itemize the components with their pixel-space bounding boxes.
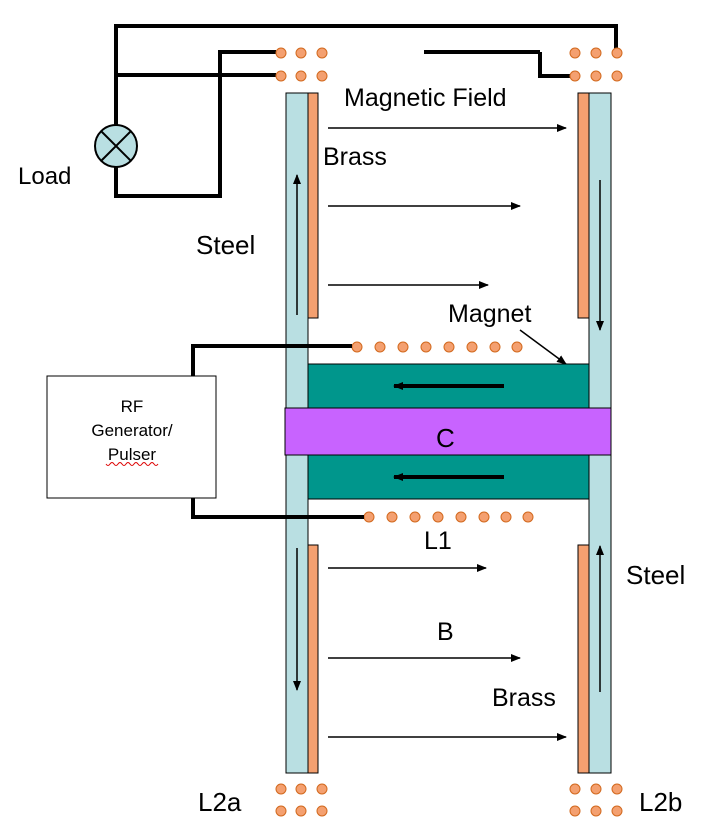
magnet-leader (519, 329, 567, 365)
magnetic-field-label: Magnetic Field (344, 84, 507, 112)
rf-spellcheck-underline (105, 462, 159, 466)
center-plate (284, 407, 612, 456)
rf-label-line1: RF (121, 397, 144, 416)
brass-top-left (307, 92, 319, 319)
load-label: Load (18, 163, 71, 190)
top-field-arrows (328, 124, 567, 289)
brass-bottom-label: Brass (492, 684, 556, 712)
brass-bottom-left (307, 544, 319, 774)
brass-bottom-right (577, 544, 590, 774)
l2a-label: L2a (198, 787, 242, 817)
coil-l1-upper (351, 341, 523, 353)
l1-label: L1 (424, 527, 452, 555)
steel-right-label: Steel (626, 560, 685, 590)
bottom-field-arrows (328, 564, 567, 741)
load-wire-right-drop (538, 52, 572, 78)
l2b-label: L2b (639, 787, 682, 817)
coil-top-right (569, 47, 623, 82)
rf-label-line2: Generator/ (91, 421, 173, 440)
brass-top-right (577, 92, 590, 319)
load-wire-inner (114, 73, 276, 155)
load-wire-bottom (114, 50, 276, 198)
load-lamp-icon (94, 124, 138, 168)
coil-top-left (275, 47, 328, 82)
coil-l1-lower (363, 511, 534, 523)
brass-top-label: Brass (323, 143, 387, 171)
b-field-label: B (437, 618, 454, 646)
magnet-label: Magnet (448, 300, 531, 328)
center-label: C (436, 423, 455, 453)
load-wire-top (114, 24, 618, 132)
rf-wires (191, 344, 364, 519)
magnet-lower (307, 454, 590, 500)
coil-bottom-right (569, 783, 623, 817)
steel-left-label: Steel (196, 230, 255, 260)
coil-bottom-left (275, 783, 328, 817)
rf-label-line3: Pulser (108, 445, 157, 464)
rf-generator-box (46, 375, 217, 499)
